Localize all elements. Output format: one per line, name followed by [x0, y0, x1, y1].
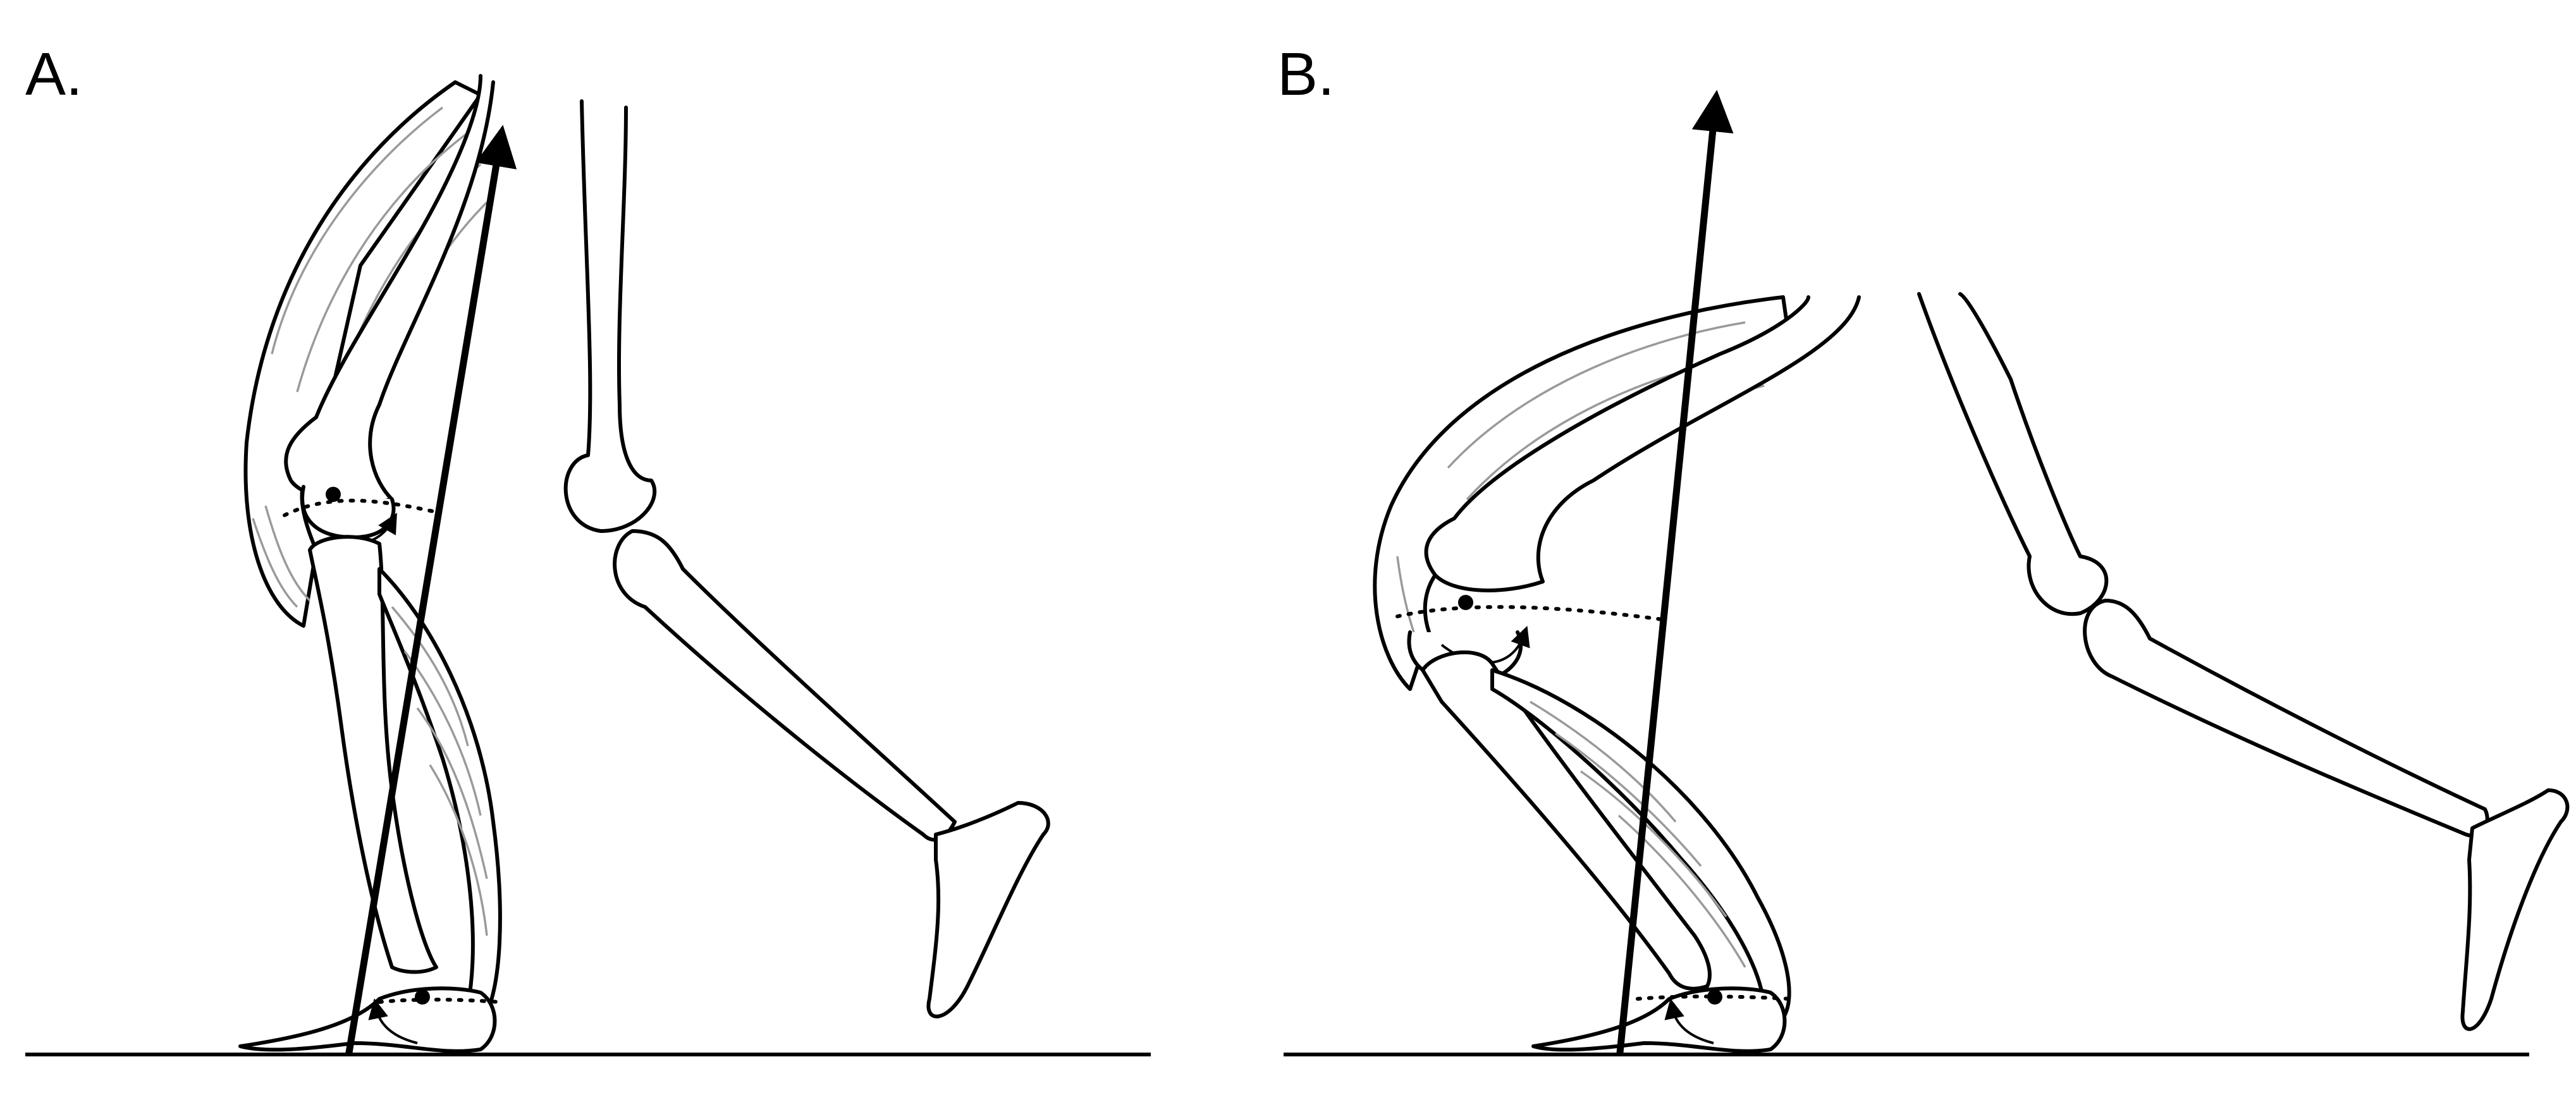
panel-a-ankle-joint: [368, 989, 501, 1044]
panel-a-knee-center-dot: [326, 487, 341, 502]
panel-a-foot: [238, 986, 497, 1053]
panel-b: [1284, 90, 2570, 1056]
panel-a-swing-leg: [563, 99, 1050, 1018]
panel-b-label: B.: [1277, 40, 1335, 108]
panel-b-foot: [1531, 986, 1787, 1053]
panel-b-ankle-moment-arrow: [1664, 998, 1714, 1044]
panel-b-ground-reaction-force-arrow: [1616, 90, 1734, 1056]
panel-a-ground-reaction-force-arrow: [345, 125, 517, 1056]
panel-a-ankle-moment-arrow: [368, 998, 418, 1044]
panel-a: [25, 74, 1151, 1056]
panel-b-swing-leg: [1917, 292, 2570, 1031]
panel-a-ankle-center-dot: [415, 989, 430, 1005]
panel-b-ankle-center-dot: [1707, 989, 1722, 1005]
panel-a-calf-muscle: [377, 567, 502, 1013]
panel-b-ankle-joint: [1636, 989, 1791, 1044]
panel-a-label: A.: [25, 40, 83, 108]
panel-b-knee-center-dot: [1458, 595, 1473, 610]
panel-a-femur: [284, 74, 495, 504]
